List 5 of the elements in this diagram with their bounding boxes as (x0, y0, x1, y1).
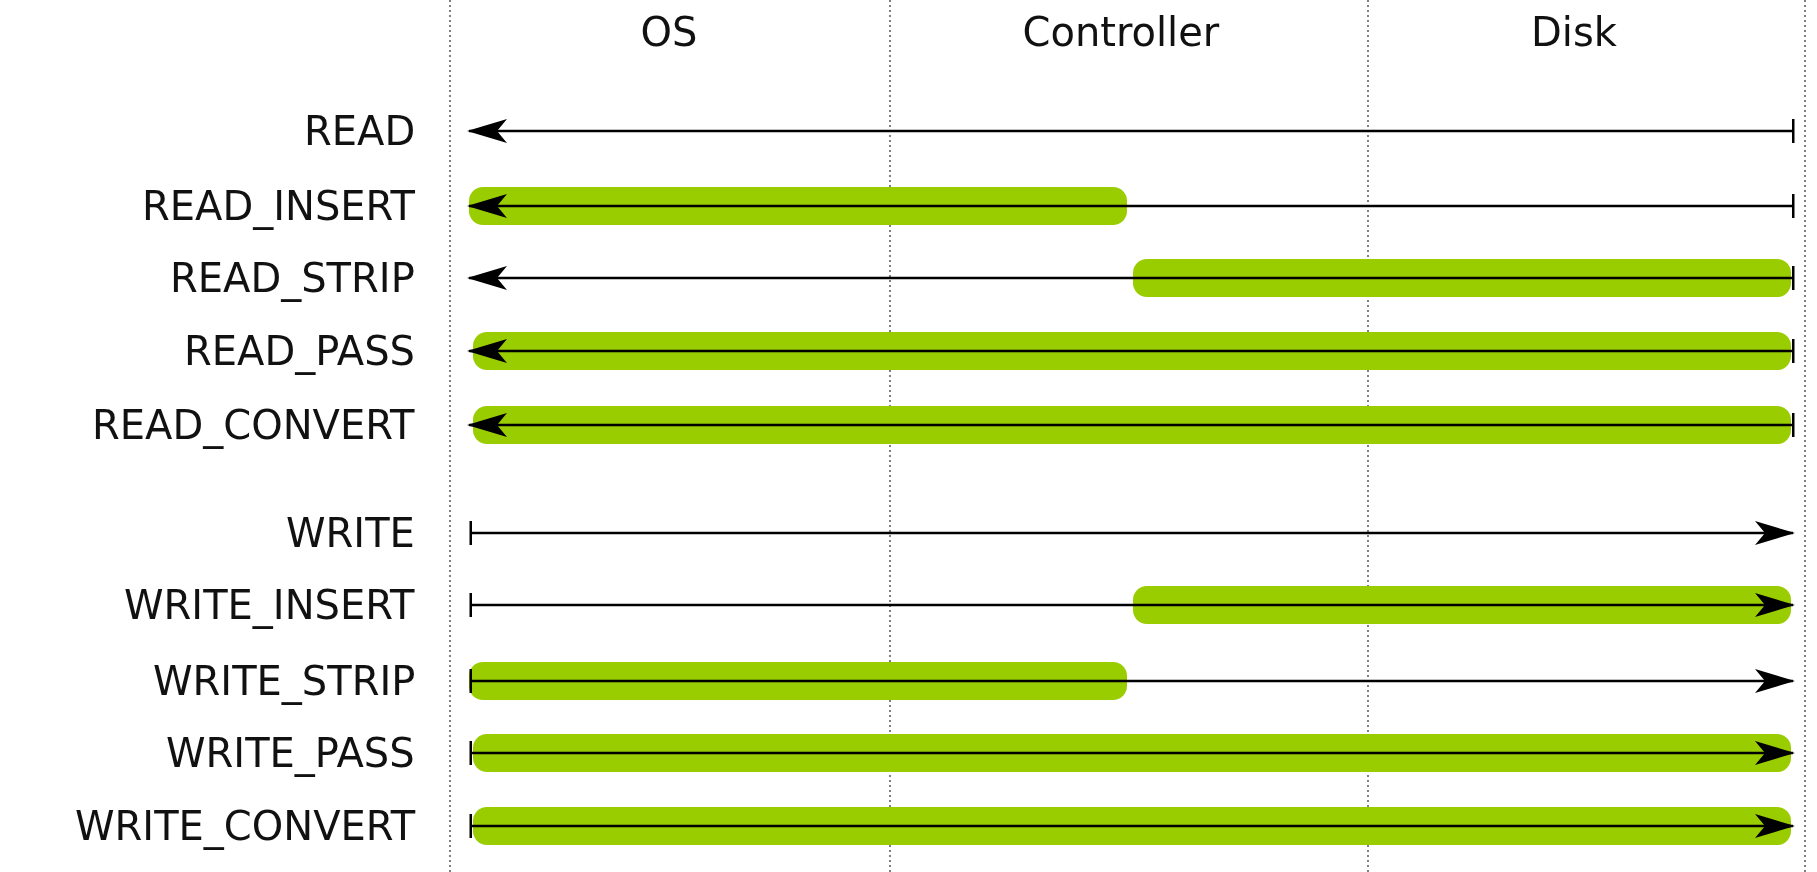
row-label: WRITE (286, 513, 415, 553)
column-header: OS (640, 12, 698, 52)
column-header: Controller (1022, 12, 1220, 52)
row-label: READ (304, 111, 416, 151)
column-header: Disk (1531, 12, 1617, 52)
